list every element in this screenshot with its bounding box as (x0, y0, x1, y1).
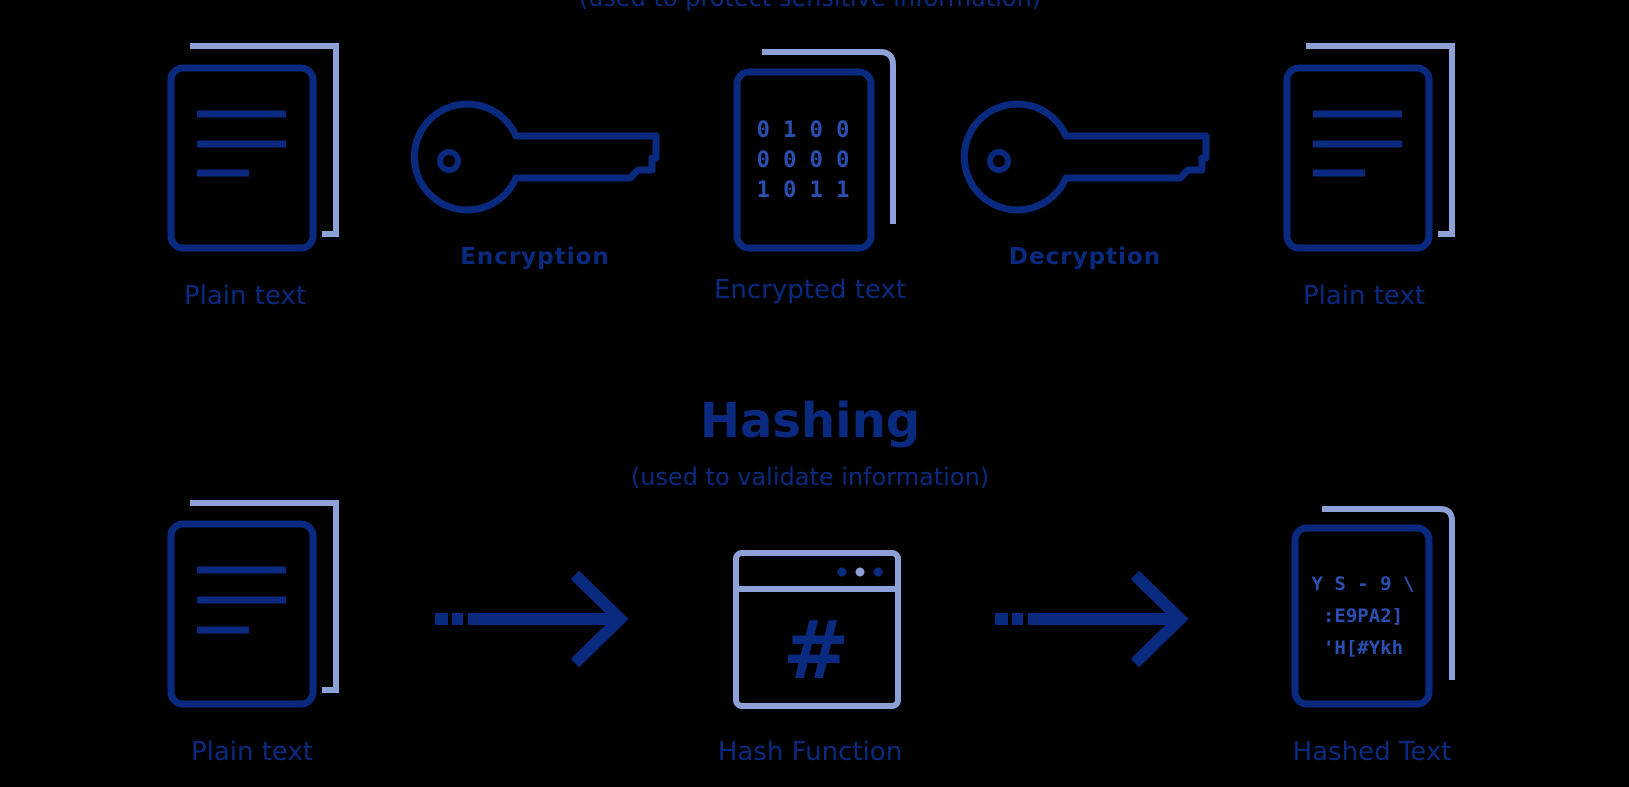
arrow-right-icon (995, 570, 1189, 668)
hashing-title: Hashing (700, 393, 920, 449)
encryption-key-icon (410, 100, 660, 214)
encrypted-binary-row-2: 0 0 0 0 (757, 148, 850, 173)
encrypted-binary-row-1: 0 1 0 0 (757, 118, 850, 143)
hashing-subtitle: (used to validate information) (631, 463, 989, 491)
hash-output-row-2: :E9PA2] (1323, 605, 1403, 627)
hash-symbol: # (782, 604, 849, 697)
decrypted-plain-text-label: Plain text (1303, 281, 1425, 311)
encryption-subtitle: (used to protect sensitive information) (579, 0, 1041, 12)
plain-text-label: Plain text (184, 281, 306, 311)
encryption-label: Encryption (460, 244, 610, 270)
encrypted-text-label: Encrypted text (714, 275, 906, 305)
decryption-key-icon (960, 100, 1210, 214)
hash-output-row-1: Y S - 9 \ (1312, 573, 1415, 595)
decrypted-plain-text-document-icon (1283, 43, 1455, 252)
hash-output-row-3: 'H[#Ykh (1323, 637, 1403, 659)
hashed-text-label: Hashed Text (1293, 737, 1452, 767)
decryption-label: Decryption (1009, 244, 1161, 270)
hashing-plain-text-label: Plain text (191, 737, 313, 767)
hash-function-label: Hash Function (718, 737, 902, 767)
encrypted-text-document-icon: 0 1 0 0 0 0 0 0 1 0 1 1 (733, 49, 896, 252)
hashed-text-document-icon: Y S - 9 \ :E9PA2] 'H[#Ykh (1291, 506, 1455, 708)
hash-function-icon: # (733, 550, 901, 709)
arrow-right-icon (435, 570, 629, 668)
plain-text-document-icon (167, 43, 339, 252)
encrypted-binary-row-3: 1 0 1 1 (757, 178, 850, 203)
hashing-plain-text-document-icon (167, 500, 339, 708)
